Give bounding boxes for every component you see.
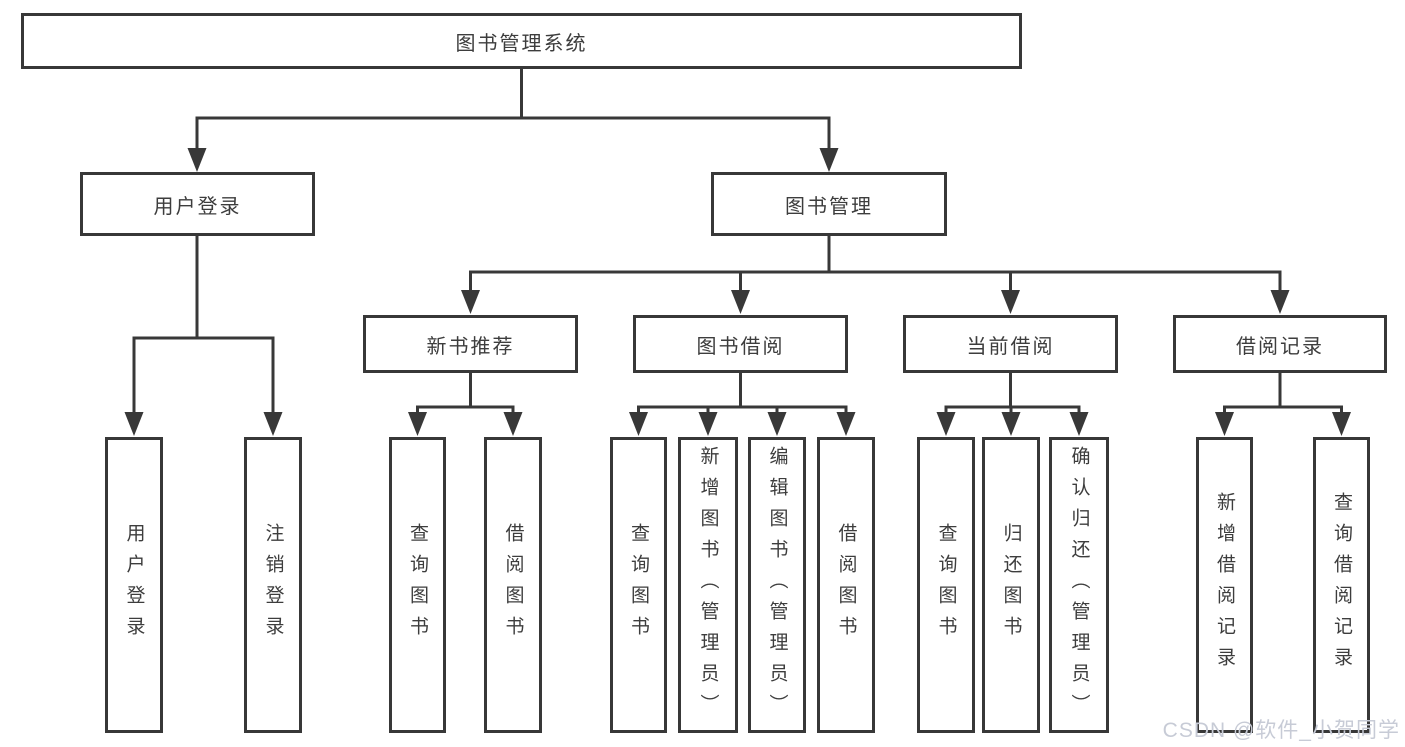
leaf-query-books-borrow: 查询图书: [610, 437, 667, 733]
node-label: 借阅图书: [835, 523, 857, 647]
node-label: 图书管理系统: [455, 32, 588, 55]
node-new-book-recommendation: 新书推荐: [363, 315, 578, 373]
node-book-management: 图书管理: [711, 172, 947, 236]
leaf-query-books-recommend: 查询图书: [389, 437, 446, 733]
node-label: 新增图书（管理员）: [697, 445, 719, 725]
node-label: 用户登录: [153, 195, 242, 218]
leaf-confirm-return-admin: 确认归还（管理员）: [1049, 437, 1109, 733]
node-label: 图书管理: [785, 195, 873, 218]
leaf-user-login: 用户登录: [105, 437, 163, 733]
node-user-login: 用户登录: [80, 172, 315, 236]
node-label: 新书推荐: [426, 335, 515, 358]
node-label: 编辑图书（管理员）: [766, 445, 788, 725]
node-library-management-system: 图书管理系统: [21, 13, 1022, 69]
leaf-borrow-books: 借阅图书: [817, 437, 875, 733]
leaf-borrow-books-recommend: 借阅图书: [484, 437, 542, 733]
node-label: 查询图书: [407, 523, 428, 647]
node-label: 查询图书: [628, 523, 649, 647]
node-label: 图书借阅: [696, 335, 785, 358]
node-book-borrowing: 图书借阅: [633, 315, 848, 373]
node-borrowing-records: 借阅记录: [1173, 315, 1387, 373]
node-label: 查询图书: [935, 523, 957, 647]
node-label: 查询借阅记录: [1331, 492, 1352, 678]
node-label: 确认归还（管理员）: [1068, 445, 1090, 725]
leaf-logout: 注销登录: [244, 437, 302, 733]
csdn-watermark: CSDN @软件_小贺同学: [1162, 719, 1400, 742]
leaf-edit-book-admin: 编辑图书（管理员）: [748, 437, 806, 733]
leaf-add-borrow-record: 新增借阅记录: [1196, 437, 1253, 733]
node-label: 注销登录: [262, 523, 284, 647]
leaf-query-borrow-record: 查询借阅记录: [1313, 437, 1370, 733]
node-label: 用户登录: [123, 523, 145, 647]
leaf-add-book-admin: 新增图书（管理员）: [678, 437, 738, 733]
leaf-query-books-current: 查询图书: [917, 437, 975, 733]
node-label: 新增借阅记录: [1214, 492, 1235, 678]
leaf-return-books: 归还图书: [982, 437, 1040, 733]
node-label: 当前借阅: [966, 335, 1055, 358]
node-label: 归还图书: [1000, 523, 1022, 647]
node-label: 借阅记录: [1236, 335, 1324, 358]
arrowheads: [124, 148, 1351, 436]
node-current-borrowing: 当前借阅: [903, 315, 1118, 373]
node-label: 借阅图书: [502, 523, 524, 647]
